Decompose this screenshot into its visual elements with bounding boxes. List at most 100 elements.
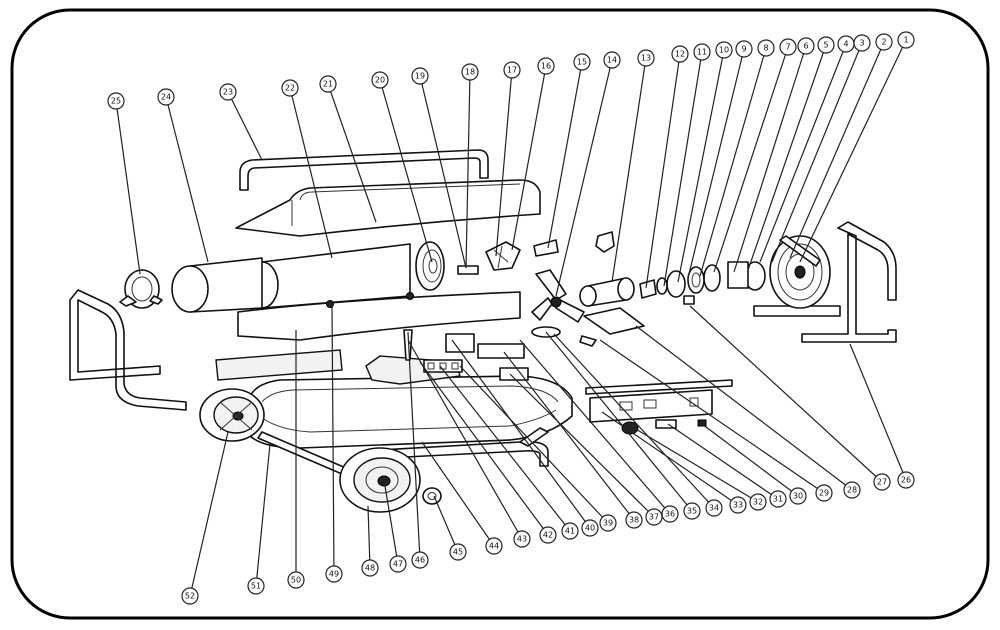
leader-line-35	[545, 331, 693, 512]
part-number-labels: 1234567891011121314151617181920212223242…	[107, 31, 915, 605]
callout-bubble	[789, 487, 807, 505]
ignition-assembly	[485, 241, 521, 271]
callout-26: 26	[897, 471, 915, 489]
callout-41: 41	[561, 522, 579, 540]
callout-46: 46	[411, 551, 429, 569]
callout-bubble	[281, 79, 299, 97]
rear-wheel	[339, 447, 421, 513]
callout-bubble	[897, 31, 915, 49]
callout-number: 32	[753, 498, 763, 507]
callout-bubble	[599, 514, 617, 532]
leader-line-28	[635, 325, 853, 491]
control-board	[477, 343, 525, 359]
callout-number: 45	[453, 548, 463, 557]
leader-line-45	[433, 495, 459, 553]
callout-42: 42	[539, 526, 557, 544]
callout-16: 16	[537, 57, 555, 75]
leader-line-19	[419, 75, 467, 269]
callout-bubble	[637, 49, 655, 67]
callout-number: 22	[285, 84, 295, 93]
callout-number: 30	[793, 492, 803, 501]
callout-bubble	[817, 36, 835, 54]
motor-assembly	[639, 261, 766, 305]
callout-number: 48	[365, 564, 375, 573]
callout-5: 5	[817, 36, 835, 54]
callout-52: 52	[181, 587, 199, 605]
callout-number: 42	[543, 531, 553, 540]
pump-base	[583, 307, 645, 335]
callout-number: 25	[111, 97, 121, 106]
side-panel	[215, 349, 343, 381]
leader-line-2	[789, 41, 885, 259]
nozzle-holder	[457, 265, 479, 275]
callout-49: 49	[325, 565, 343, 583]
callout-number: 16	[541, 62, 551, 71]
callout-number: 44	[489, 542, 499, 551]
callout-bubble	[573, 53, 591, 71]
callout-number: 5	[823, 41, 828, 50]
callout-6: 6	[797, 37, 815, 55]
callout-18: 18	[461, 63, 479, 81]
callout-20: 20	[371, 71, 389, 89]
leader-line-30	[701, 423, 799, 497]
callout-bubble	[705, 499, 723, 517]
callout-2: 2	[875, 33, 893, 51]
left-handle	[69, 289, 187, 411]
callout-bubble	[181, 587, 199, 605]
leader-line-9	[687, 48, 745, 279]
callout-number: 50	[291, 576, 301, 585]
callout-bubble	[389, 555, 407, 573]
callout-30: 30	[789, 487, 807, 505]
fan-blade	[531, 269, 585, 323]
leader-line-52	[189, 431, 229, 597]
callout-40: 40	[581, 519, 599, 537]
callout-bubble	[749, 493, 767, 511]
leader-line-23	[227, 91, 263, 161]
callout-29: 29	[815, 484, 833, 502]
leader-line-22	[289, 87, 333, 259]
leader-line-3	[771, 42, 863, 263]
callout-45: 45	[449, 543, 467, 561]
callout-number: 28	[847, 486, 857, 495]
callout-bubble	[757, 39, 775, 57]
callout-34: 34	[705, 499, 723, 517]
leader-line-43	[407, 339, 523, 540]
leader-line-37	[509, 373, 655, 518]
callout-number: 47	[393, 560, 403, 569]
callout-bubble	[539, 526, 557, 544]
leader-line-10	[677, 49, 725, 283]
callout-bubble	[779, 38, 797, 56]
callout-bubble	[287, 571, 305, 589]
leader-line-5	[747, 44, 827, 271]
callout-number: 23	[223, 88, 233, 97]
callout-number: 3	[859, 39, 864, 48]
callout-number: 12	[675, 50, 685, 59]
callout-13: 13	[637, 49, 655, 67]
front-cone	[119, 269, 163, 309]
callout-number: 40	[585, 524, 595, 533]
callout-number: 6	[803, 42, 808, 51]
leader-line-6	[733, 45, 807, 273]
callout-number: 11	[697, 48, 707, 57]
leader-line-15	[547, 61, 583, 249]
callout-number: 36	[665, 510, 675, 519]
callout-bubble	[837, 35, 855, 53]
callout-number: 2	[881, 38, 886, 47]
leader-line-34	[553, 333, 715, 509]
callout-bubble	[873, 473, 891, 491]
callout-bubble	[561, 522, 579, 540]
leader-line-7	[713, 46, 789, 273]
callout-number: 24	[161, 93, 171, 102]
callout-number: 52	[185, 592, 195, 601]
callout-7: 7	[779, 38, 797, 56]
callout-number: 21	[323, 80, 333, 89]
callout-48: 48	[361, 559, 379, 577]
callout-bubble	[581, 519, 599, 537]
leader-line-40	[451, 339, 591, 529]
callout-50: 50	[287, 571, 305, 589]
callout-28: 28	[843, 481, 861, 499]
callout-bubble	[843, 481, 861, 499]
callout-number: 8	[763, 44, 768, 53]
